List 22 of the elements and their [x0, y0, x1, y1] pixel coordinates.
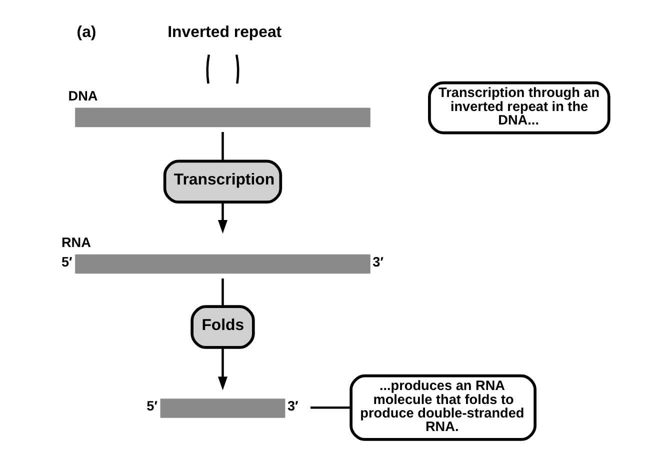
- arrow: [217, 347, 228, 390]
- node-box: [74, 254, 370, 274]
- node-label: 5′: [60, 254, 72, 269]
- node-label: 3′: [372, 254, 384, 269]
- connector: [221, 278, 224, 306]
- node-box: Transcription: [162, 159, 282, 203]
- node-box: Folds: [190, 304, 254, 348]
- node-text: Inverted repeat: [167, 24, 282, 41]
- connector: [221, 131, 224, 160]
- node-label: DNA: [68, 88, 98, 104]
- node-label: 3′: [286, 398, 298, 414]
- connector: [206, 54, 210, 84]
- connector: [234, 54, 239, 84]
- node-box: [74, 107, 370, 127]
- node-box: ...produces an RNA molecule that folds to produce double-stranded RNA.: [349, 374, 536, 440]
- label: (a): [76, 24, 96, 41]
- connector: [310, 406, 350, 408]
- node-label: RNA: [60, 234, 90, 250]
- arrow: [217, 202, 228, 234]
- node-box: Transcription through an inverted repeat in the DNA...: [428, 80, 610, 134]
- node-bar: [160, 398, 285, 418]
- node-label: 5′: [146, 398, 157, 414]
